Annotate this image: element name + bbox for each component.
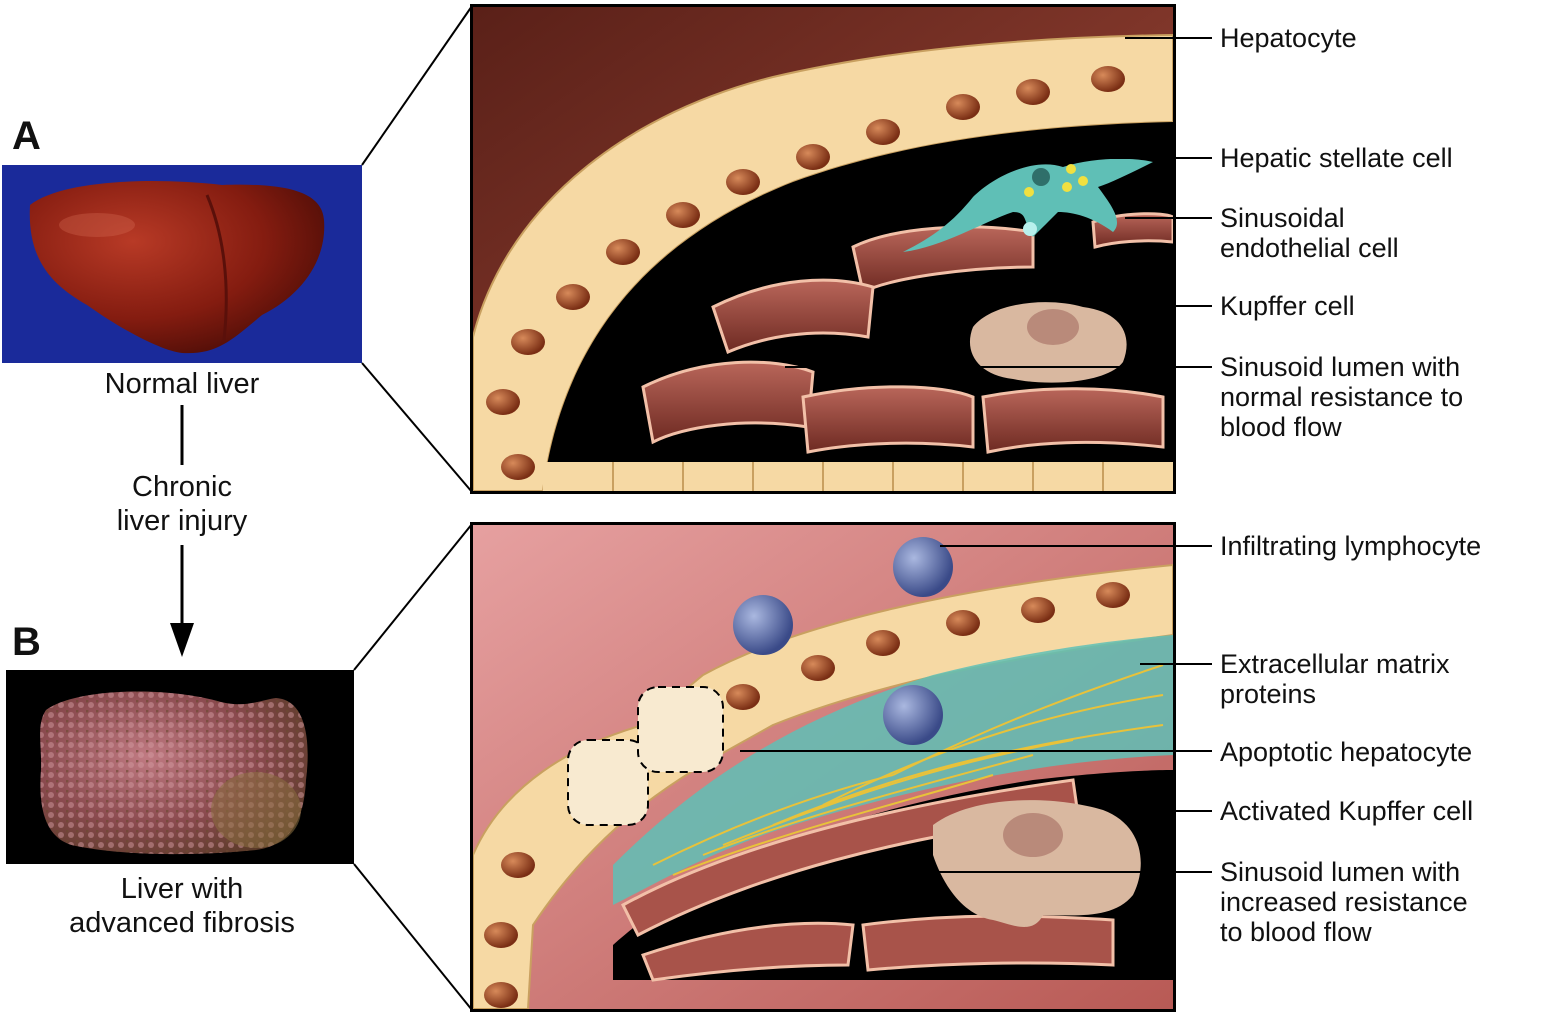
label-stellate-line-1: Hepatic stellate cell [1220,143,1453,173]
label-activated-kupffer-line-1: Activated Kupffer cell [1220,796,1473,826]
label-hepatocyte: Hepatocyte [1220,23,1357,53]
label-hepatocyte-line-1: Hepatocyte [1220,23,1357,53]
label-normal-lumen-line-1: Sinusoid lumen with [1220,352,1463,382]
label-endothelial-line-2: endothelial cell [1220,233,1399,263]
label-activated-kupffer-cell: Activated Kupffer cell [1220,796,1473,826]
label-kupffer-cell: Kupffer cell [1220,291,1355,321]
label-increased-lumen-line-3: to blood flow [1220,917,1468,947]
label-sinusoidal-endothelial-cell: Sinusoidal endothelial cell [1220,203,1399,263]
label-endothelial-line-1: Sinusoidal [1220,203,1399,233]
label-matrix-line-2: proteins [1220,679,1450,709]
label-infiltrating-lymphocyte: Infiltrating lymphocyte [1220,531,1481,561]
label-normal-lumen-line-2: normal resistance to [1220,382,1463,412]
label-extracellular-matrix: Extracellular matrix proteins [1220,649,1450,709]
label-kupffer-line-1: Kupffer cell [1220,291,1355,321]
label-normal-lumen: Sinusoid lumen with normal resistance to… [1220,352,1463,442]
label-apoptotic-hepatocyte: Apoptotic hepatocyte [1220,737,1472,767]
label-lymphocyte-line-1: Infiltrating lymphocyte [1220,531,1481,561]
label-apoptotic-line-1: Apoptotic hepatocyte [1220,737,1472,767]
label-normal-lumen-line-3: blood flow [1220,412,1463,442]
label-matrix-line-1: Extracellular matrix [1220,649,1450,679]
label-increased-lumen-line-1: Sinusoid lumen with [1220,857,1468,887]
label-increased-resistance-lumen: Sinusoid lumen with increased resistance… [1220,857,1468,947]
label-increased-lumen-line-2: increased resistance [1220,887,1468,917]
label-hepatic-stellate-cell: Hepatic stellate cell [1220,143,1453,173]
